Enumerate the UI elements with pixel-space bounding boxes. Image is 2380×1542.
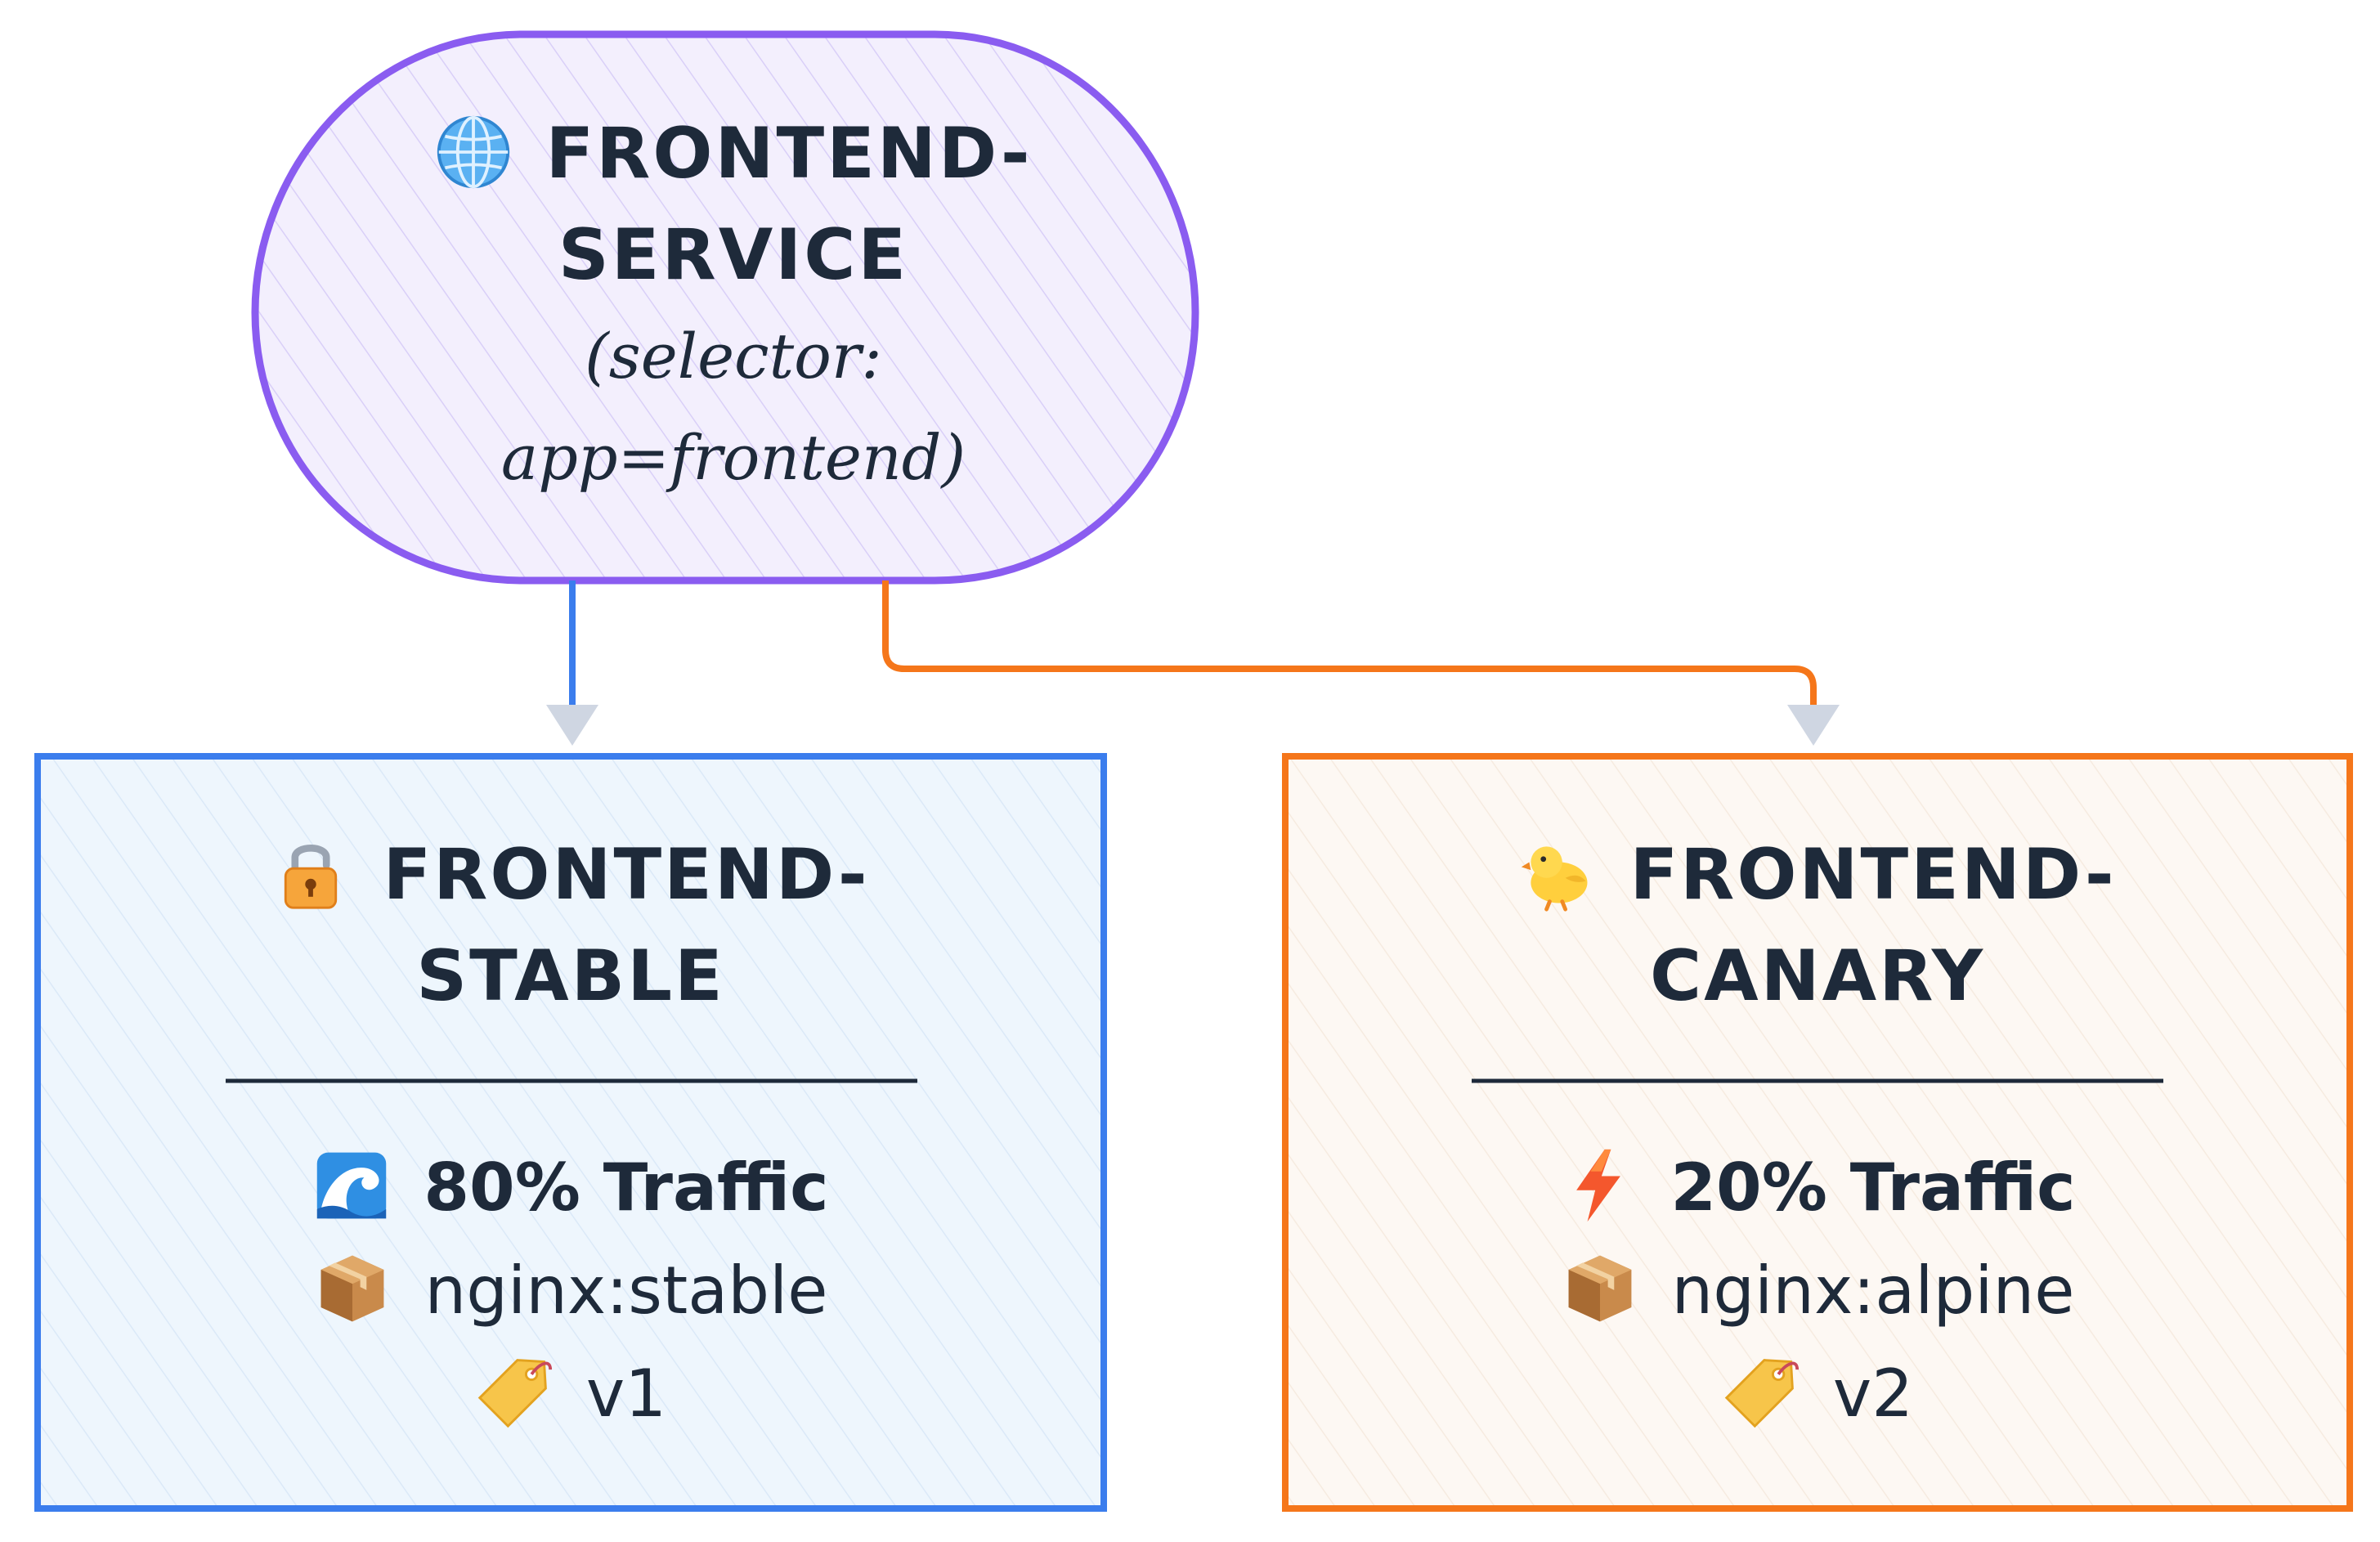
stable-image: nginx:stable	[424, 1253, 828, 1329]
stable-title-line2: STABLE	[416, 935, 725, 1017]
canary-image: nginx:alpine	[1671, 1253, 2075, 1329]
canary-node[interactable]	[1282, 753, 2353, 1512]
globe-icon	[434, 113, 513, 191]
stable-node-label: FRONTEND- STABLE	[78, 824, 1063, 1027]
lock-icon	[271, 834, 350, 912]
stable-traffic: 80% Traffic	[424, 1150, 829, 1226]
service-title-row: FRONTEND-	[337, 103, 1130, 204]
package-icon	[313, 1249, 392, 1328]
stable-node-border	[34, 753, 1107, 1512]
service-title-line1: FRONTEND-	[545, 113, 1033, 195]
package-icon	[1561, 1249, 1639, 1328]
canary-traffic: 20% Traffic	[1670, 1150, 2076, 1226]
stable-title-line1: FRONTEND-	[383, 834, 870, 916]
edge-service-to-canary[interactable]	[882, 580, 1840, 746]
canary-node-label: FRONTEND- CANARY	[1326, 824, 2309, 1027]
canary-title-line1: FRONTEND-	[1629, 834, 2117, 916]
stable-traffic-row: 80% Traffic	[78, 1136, 1063, 1239]
wave-icon	[312, 1146, 391, 1225]
edge-service-to-stable[interactable]	[546, 580, 598, 746]
service-node-border	[251, 30, 1199, 585]
stable-image-row: nginx:stable	[78, 1239, 1063, 1343]
tag-icon	[1722, 1352, 1800, 1431]
service-node-label: FRONTEND- SERVICE (selector: app=fronten…	[337, 103, 1130, 509]
edge-stable-arrowhead	[546, 705, 598, 746]
stable-version: v1	[585, 1356, 667, 1432]
stable-details: 80% Traffic nginx:stable v1	[78, 1136, 1063, 1446]
edge-canary-line	[882, 580, 1817, 710]
canary-traffic-row: 20% Traffic	[1326, 1136, 2309, 1239]
stable-node[interactable]	[34, 753, 1107, 1512]
edge-canary-arrowhead	[1787, 705, 1840, 746]
canary-version: v2	[1832, 1356, 1914, 1432]
stable-title-row: FRONTEND-	[78, 824, 1063, 926]
canary-title-row: FRONTEND-	[1326, 824, 2309, 926]
service-selector-line2: app=frontend)	[500, 421, 966, 494]
service-title-line2: SERVICE	[558, 214, 909, 296]
tag-icon	[475, 1352, 554, 1431]
chick-icon	[1518, 834, 1597, 912]
canary-title-line2: CANARY	[1650, 935, 1985, 1017]
canary-details: 20% Traffic nginx:alpine v2	[1326, 1136, 2309, 1446]
canary-node-border	[1282, 753, 2353, 1512]
lightning-icon	[1559, 1146, 1638, 1225]
stable-node-hatch	[38, 756, 1104, 1508]
stable-version-row: v1	[78, 1343, 1063, 1446]
canary-node-hatch	[1285, 756, 2350, 1508]
service-selector-line1: (selector:	[585, 320, 882, 392]
canary-image-row: nginx:alpine	[1326, 1239, 2309, 1343]
canary-version-row: v2	[1326, 1343, 2309, 1446]
